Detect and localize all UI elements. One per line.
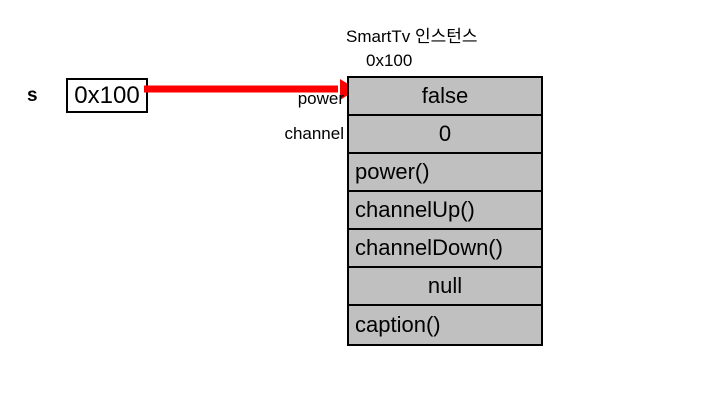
row-text: channelUp() — [355, 197, 475, 222]
table-row: channelUp() — [349, 192, 541, 230]
table-row: channelDown() — [349, 230, 541, 268]
object-address: 0x100 — [366, 51, 413, 70]
row-text: 0 — [438, 121, 452, 146]
table-row: 0 — [349, 116, 541, 154]
row-text: null — [427, 273, 463, 298]
row-text: power() — [355, 159, 430, 184]
row-text: caption() — [355, 312, 441, 337]
field-label-power: power — [297, 89, 344, 108]
variable-name-label: s — [27, 85, 38, 106]
table-row: caption() — [349, 306, 541, 344]
row-text: false — [421, 83, 469, 108]
field-label-group: power channel — [222, 0, 344, 405]
object-table: false 0 power() channelUp() channelDown(… — [347, 76, 543, 346]
table-row: null — [349, 268, 541, 306]
variable-value: 0x100 — [74, 81, 140, 109]
object-title: SmartTv 인스턴스 — [346, 27, 478, 46]
table-row: power() — [349, 154, 541, 192]
row-text: channelDown() — [355, 235, 503, 260]
field-label-channel: channel — [284, 124, 344, 143]
variable-box: 0x100 — [66, 78, 148, 113]
table-row: false — [349, 78, 541, 116]
